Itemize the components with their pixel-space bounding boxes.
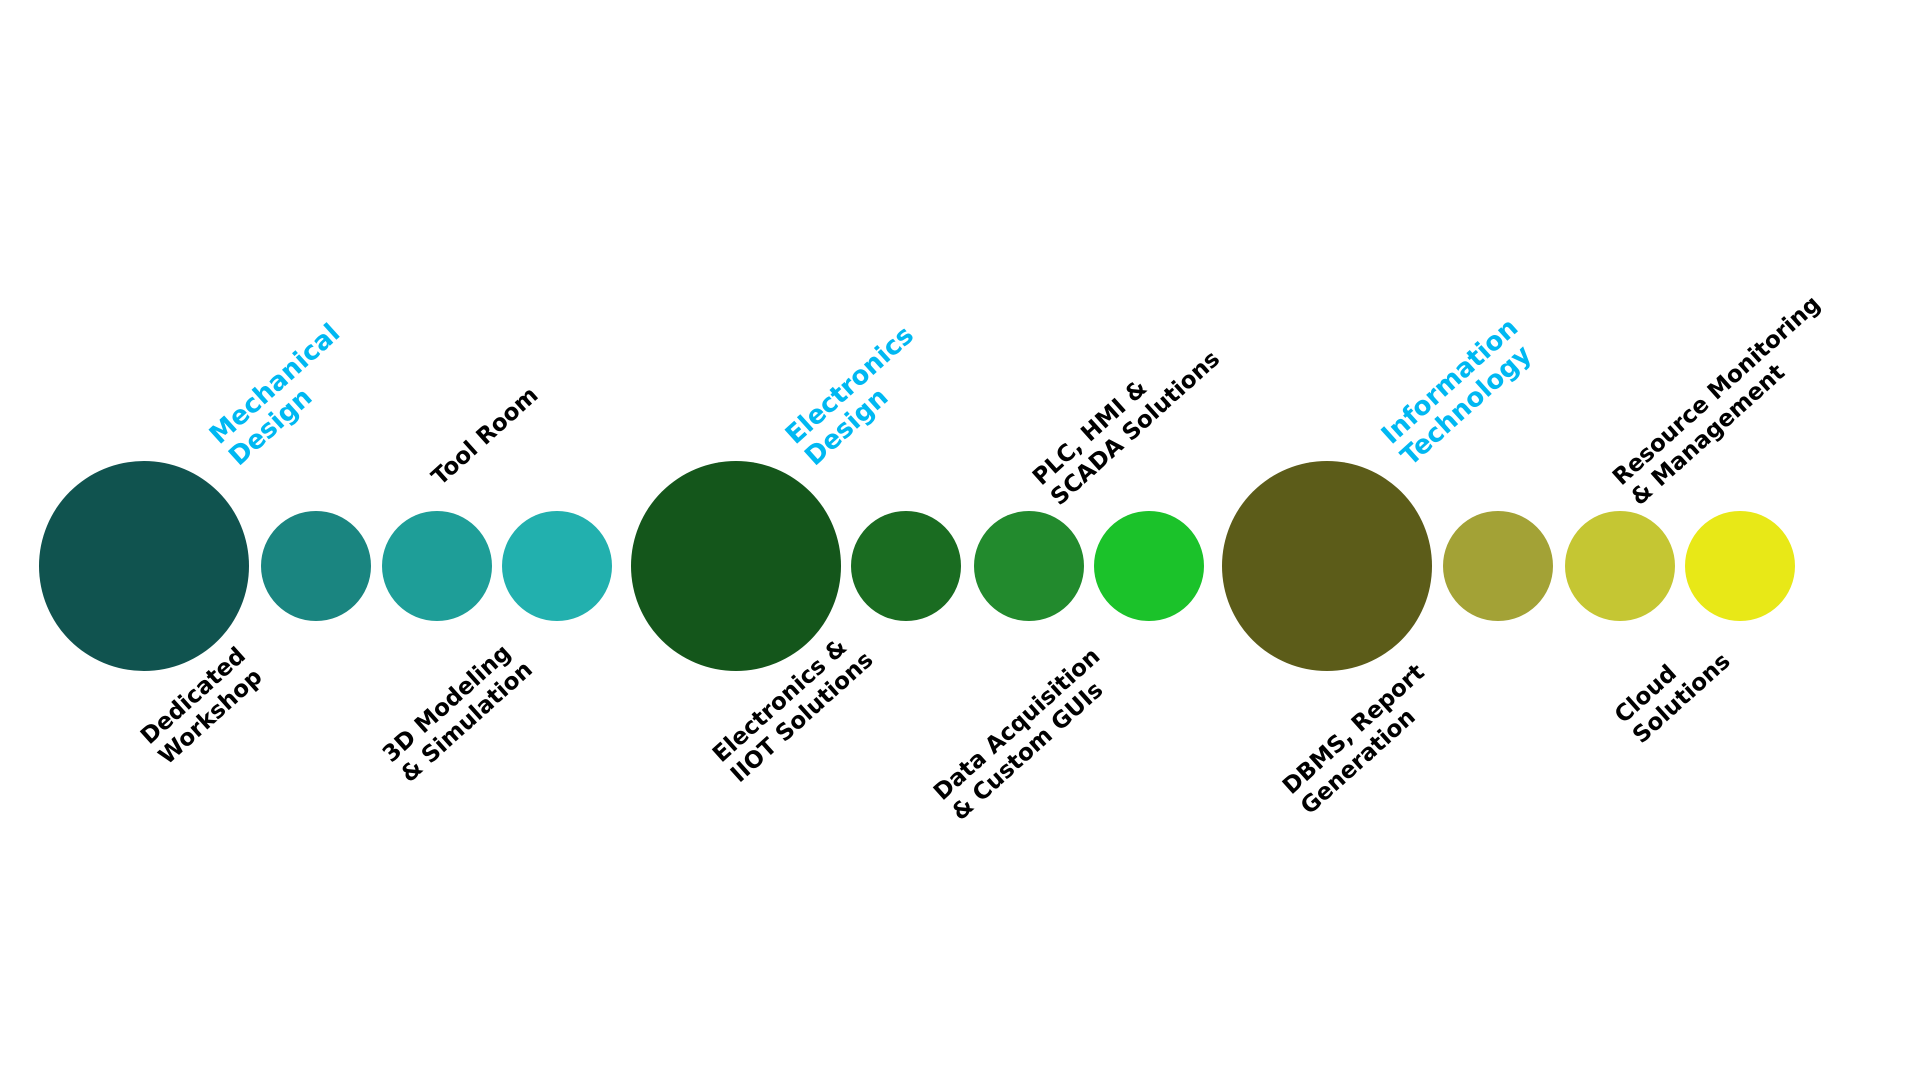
circle-plc: [974, 511, 1084, 621]
circle-daq: [1094, 511, 1204, 621]
circle-dedicated-workshop: [261, 511, 371, 621]
circle-resource: [1565, 511, 1675, 621]
circle-dbms: [1443, 511, 1553, 621]
label-dbms-report: DBMS, Report Generation: [1278, 659, 1448, 820]
label-line: PLC, HMI &: [1027, 375, 1153, 491]
label-3d-modeling: 3D Modeling & Simulation: [378, 636, 538, 788]
label-cloud-solutions: Cloud Solutions: [1610, 628, 1736, 749]
circle-iiot: [851, 511, 961, 621]
heading-information-technology: Information Technology: [1376, 313, 1544, 472]
label-tool-room: Tool Room: [427, 382, 544, 491]
label-resource-monitoring: Resource Monitoring & Management: [1608, 291, 1844, 512]
label-line: & Management: [1626, 359, 1791, 511]
mechanical-main-circle: [39, 461, 249, 671]
circle-3d-modeling: [502, 511, 612, 621]
heading-mechanical-design: Mechanical Design: [204, 318, 366, 472]
label-plc-hmi-scada: PLC, HMI & SCADA Solutions: [1028, 326, 1226, 512]
circle-tool-room: [382, 511, 492, 621]
label-line: Resource Monitoring: [1607, 291, 1826, 491]
it-main-circle: [1222, 461, 1432, 671]
label-line: SCADA Solutions: [1046, 345, 1226, 511]
label-data-acquisition: Data Acquisition & Custom GUIs: [929, 643, 1124, 826]
label-line: Tool Room: [426, 382, 544, 491]
circle-cloud: [1685, 511, 1795, 621]
heading-electronics-design: Electronics Design: [780, 320, 940, 472]
electronics-main-circle: [631, 461, 841, 671]
label-line: Data Acquisition: [928, 643, 1106, 806]
